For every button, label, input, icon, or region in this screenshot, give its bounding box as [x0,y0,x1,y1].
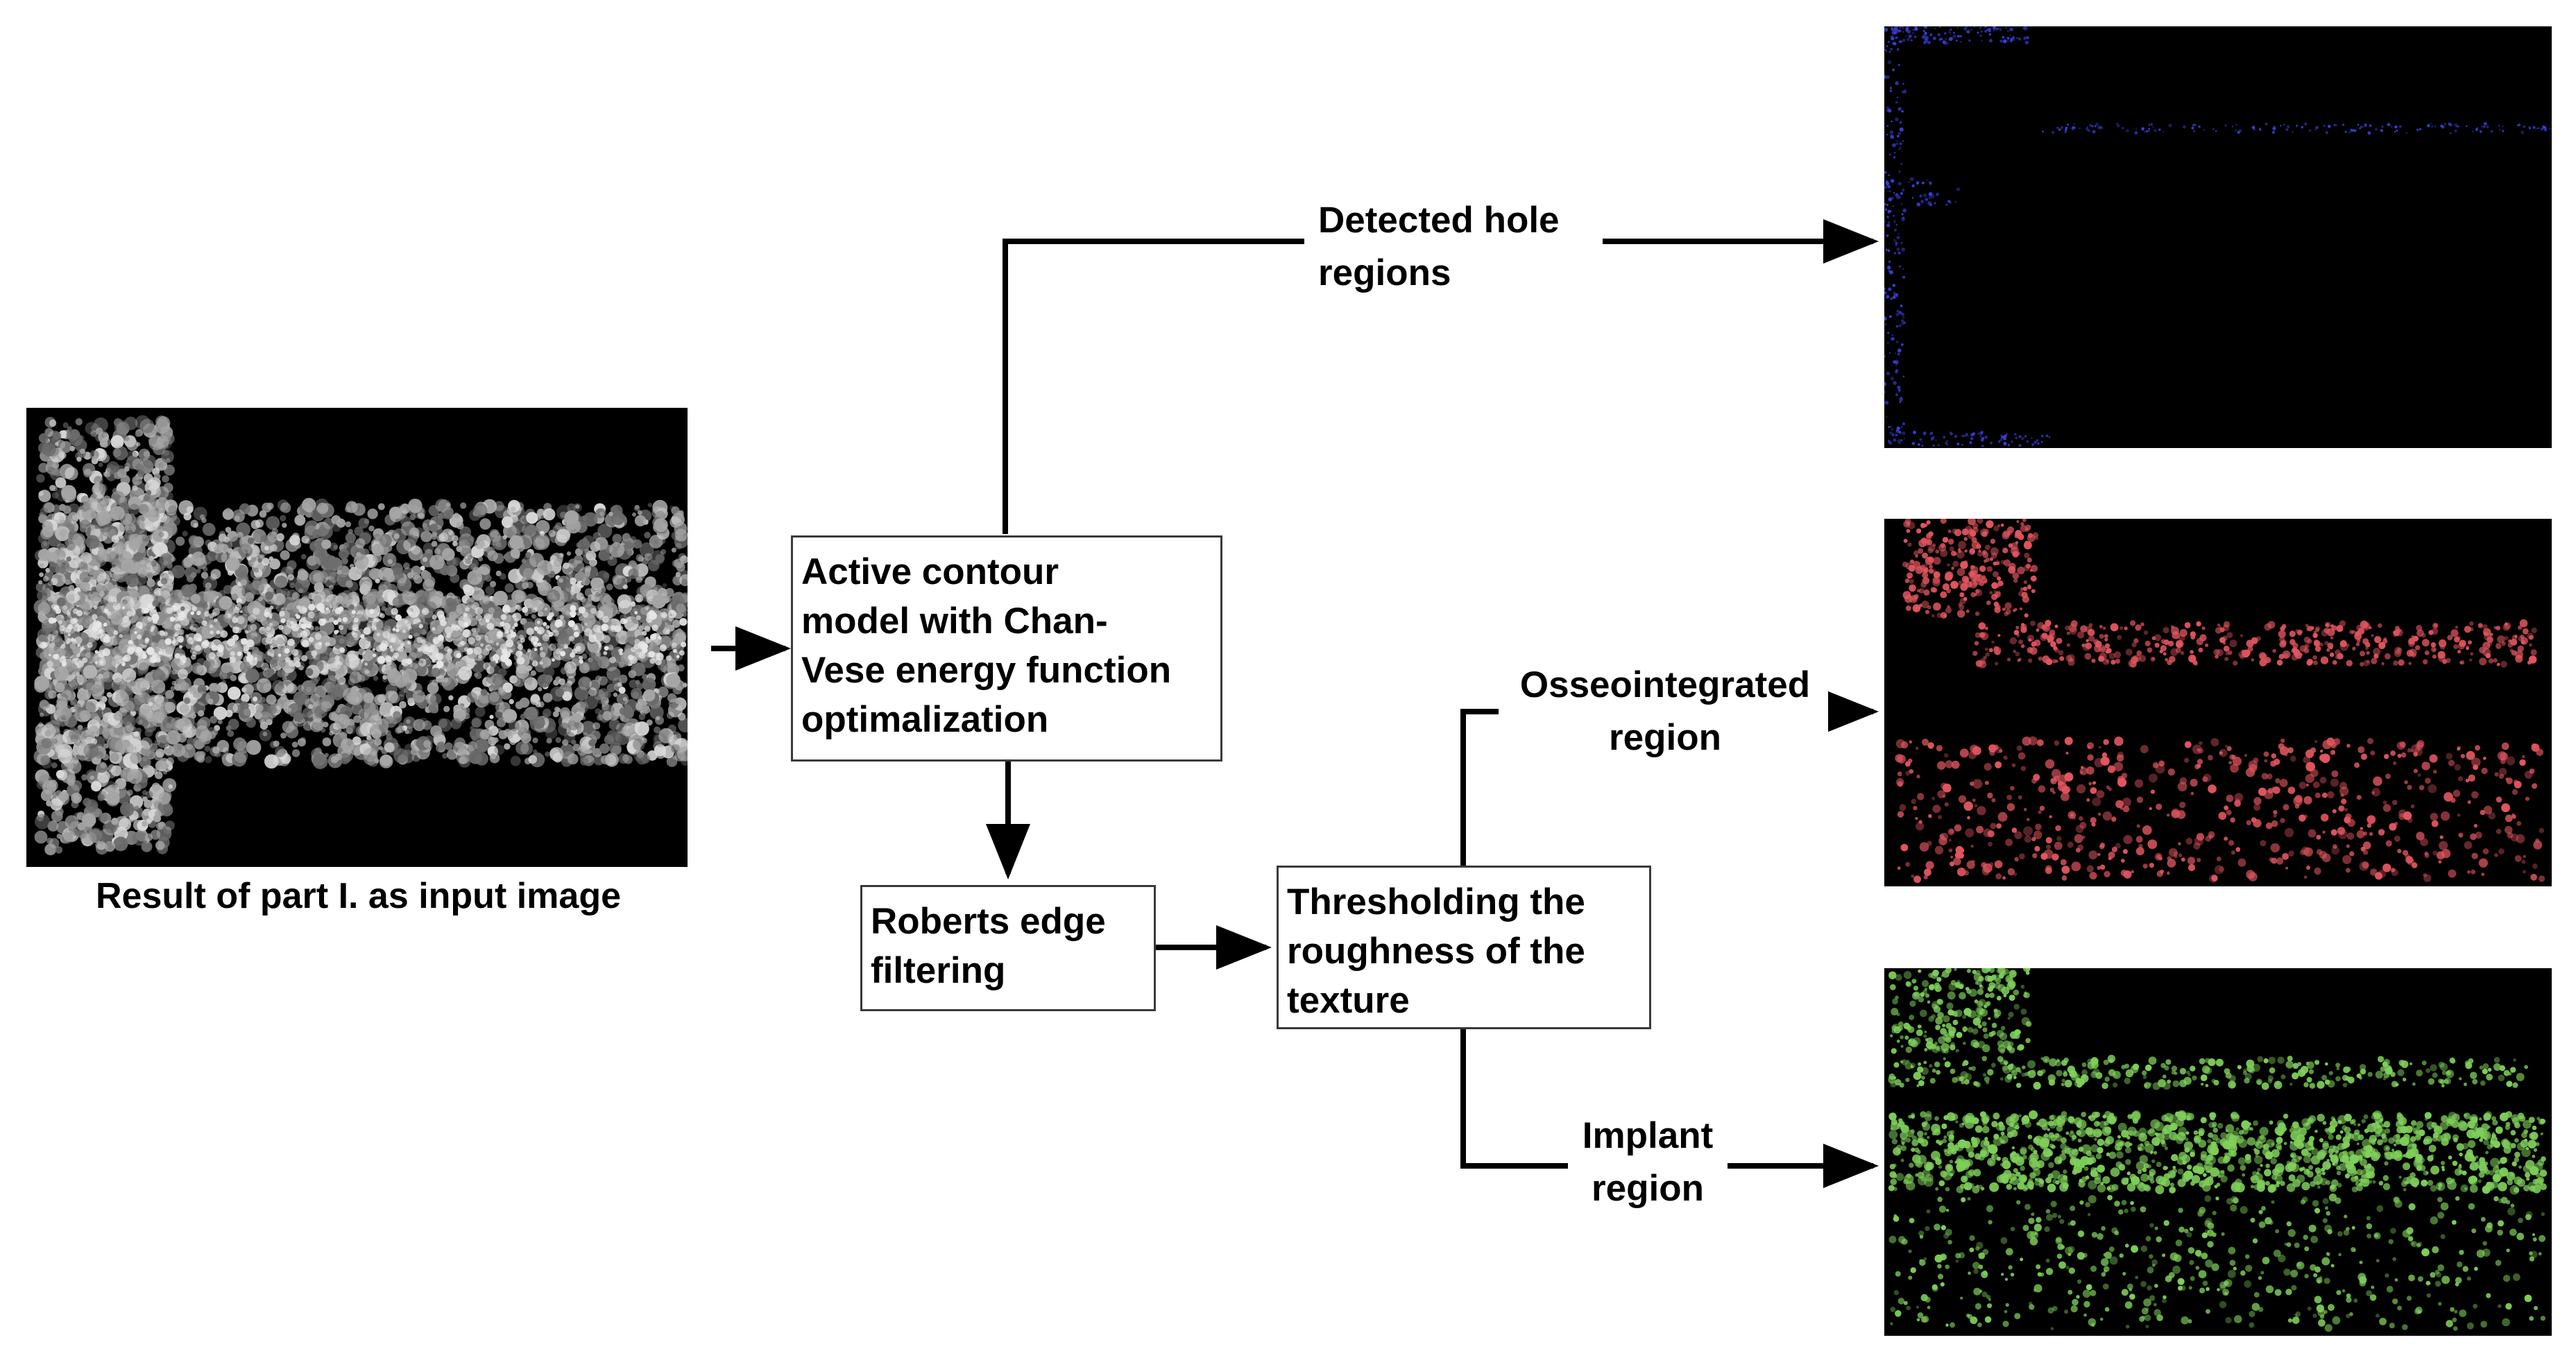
holes-label-line-2: regions [1318,252,1451,293]
holes-label-line-1: Detected hole [1318,200,1560,241]
active-contour-line-2: model with Chan- [801,601,1108,642]
thresholding-box: Thresholding the roughness of the textur… [1277,866,1651,1029]
input-image [26,408,688,867]
osseo-label-line-1: Osseointegrated [1519,664,1811,705]
osseo-label: Osseointegrated region [1502,659,1828,764]
implant-label-line-2: region [1592,1168,1704,1209]
thresholding-line-2: roughness of the [1287,931,1585,972]
osseo-output-texture [1895,519,2545,884]
osseo-output-image [1884,519,2552,886]
implant-label: Implant region [1569,1110,1726,1215]
roberts-edge-box: Roberts edge filtering [860,885,1156,1011]
implant-output-texture [1888,968,2548,1332]
active-contour-line-3: Vese energy function [801,650,1172,691]
holes-output-texture [1884,26,2551,447]
input-caption: Result of part I. as input image [28,870,689,922]
arrow-active-contour-to-holes [1003,239,1304,534]
implant-label-line-1: Implant [1582,1115,1714,1156]
thresholding-line-1: Thresholding the [1287,882,1585,922]
implant-output-image [1884,968,2552,1336]
thresholding-line-3: texture [1287,980,1410,1021]
holes-label: Detected hole regions [1318,194,1560,300]
active-contour-line-1: Active contour [801,551,1059,592]
arrow-thresholding-to-osseo [1460,709,1499,866]
active-contour-line-4: optimalization [801,699,1049,740]
roberts-line-1: Roberts edge [871,901,1106,942]
osseo-label-line-2: region [1609,717,1721,758]
active-contour-box: Active contour model with Chan- Vese ene… [791,535,1222,762]
arrow-thresholding-to-implant [1460,1029,1568,1169]
holes-output-image [1884,26,2552,448]
roberts-line-2: filtering [871,950,1006,991]
input-image-texture [33,415,688,856]
